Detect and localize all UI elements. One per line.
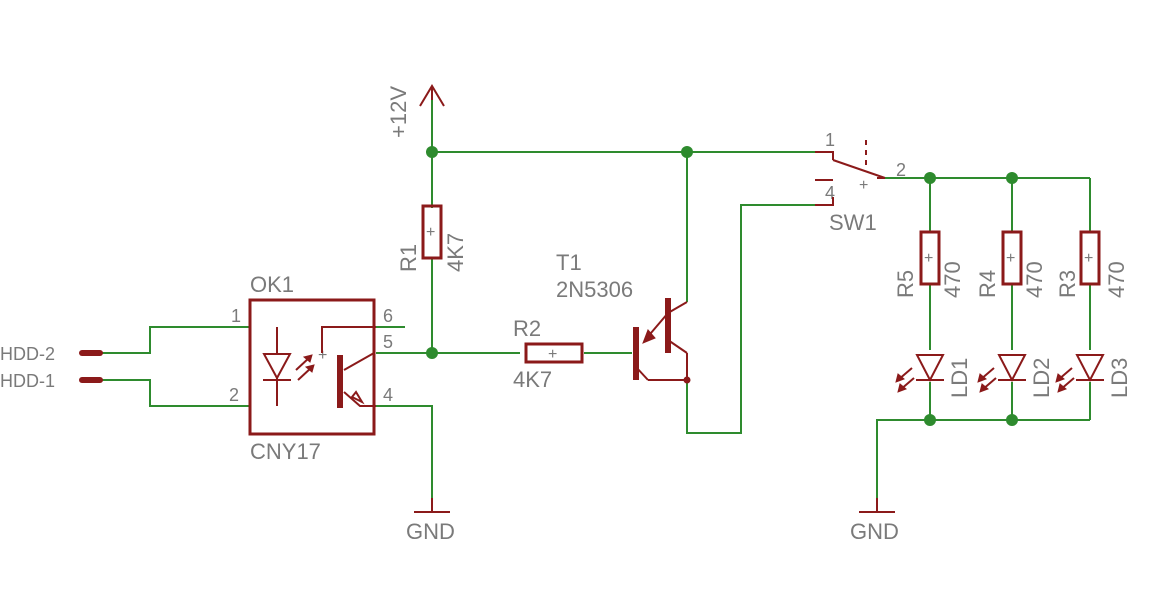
resistor-r3: + R3 470	[1055, 230, 1129, 298]
svg-text:+: +	[924, 250, 933, 267]
svg-text:+: +	[426, 224, 435, 241]
switch-sw1: 1 2 4 + SW1	[815, 130, 906, 235]
wire-bottom-rail	[876, 419, 1090, 510]
t1-ref: T1	[556, 250, 582, 275]
junction-dot	[1006, 414, 1018, 426]
led-ld3: LD3	[1055, 354, 1132, 398]
r2-ref: R2	[513, 316, 541, 341]
r3-value: 470	[1104, 261, 1129, 298]
sw1-pin-label: 1	[825, 130, 835, 150]
optocoupler-body	[248, 298, 376, 436]
junction-dot	[924, 414, 936, 426]
opto-pin-label: 2	[229, 385, 239, 405]
sw1-pin-label: 4	[825, 183, 835, 203]
optocoupler-value: CNY17	[250, 439, 321, 464]
r4-value: 470	[1022, 261, 1047, 298]
opto-pin-label: 4	[383, 385, 393, 405]
sw1-ref: SW1	[829, 210, 877, 235]
optocoupler-ok1: OK1 CNY17 1 2 6 5 4 +	[229, 272, 393, 464]
led-icon	[915, 354, 945, 383]
junction-dot	[426, 347, 438, 359]
wire-hdd2	[100, 326, 250, 354]
r1-value: 4K7	[443, 233, 468, 272]
junctions	[426, 146, 1018, 426]
t1-arrow-icon	[642, 329, 656, 344]
ld2-label: LD2	[1029, 358, 1054, 398]
t1-value: 2N5306	[556, 277, 633, 302]
wire-hdd1	[100, 379, 250, 407]
sw1-lever-icon	[832, 159, 886, 179]
ground-left-label: GND	[406, 519, 455, 544]
r4-ref: R4	[975, 270, 1000, 298]
ground-right: GND	[850, 498, 899, 544]
junction-dot	[924, 172, 936, 184]
svg-text:+: +	[318, 347, 327, 364]
svg-text:+: +	[859, 177, 868, 194]
ground-right-label: GND	[850, 519, 899, 544]
r5-ref: R5	[893, 270, 918, 298]
port-hdd1: HDD-1	[0, 371, 103, 391]
ground-left: GND	[406, 498, 455, 544]
resistor-r4: + R4 470	[975, 230, 1047, 298]
resistor-r1: + R1 4K7	[396, 204, 468, 272]
led-ld2: LD2	[977, 354, 1054, 398]
transistor-t1: T1 2N5306	[556, 250, 691, 384]
r1-ref: R1	[396, 244, 421, 272]
led-icon	[997, 354, 1027, 383]
optocoupler-ref: OK1	[250, 272, 294, 297]
svg-text:+: +	[548, 346, 557, 363]
resistor-r1-body	[421, 204, 443, 260]
supply-12v-symbol: +12V	[386, 84, 445, 138]
r5-value: 470	[940, 261, 965, 298]
resistor-r2: + R2 4K7	[513, 316, 584, 392]
resistor-r4-body	[1001, 230, 1023, 286]
supply-label: +12V	[386, 86, 411, 138]
opto-led-icon	[262, 353, 292, 381]
wire-emitter-sw4	[686, 204, 815, 434]
opto-pin-label: 5	[383, 332, 393, 352]
sw1-pin-label: 2	[896, 160, 906, 180]
led-icon	[1075, 354, 1105, 383]
resistor-r2-body	[524, 342, 584, 364]
junction-dot	[681, 146, 693, 158]
junction-dot	[426, 146, 438, 158]
port-hdd1-label: HDD-1	[0, 371, 55, 391]
opto-pin-label: 6	[383, 306, 393, 326]
port-hdd2: HDD-2	[0, 344, 103, 364]
ld1-label: LD1	[947, 358, 972, 398]
svg-text:+: +	[1084, 250, 1093, 267]
junction-dot	[1006, 172, 1018, 184]
opto-emitter-arrow-icon	[350, 390, 365, 405]
port-hdd2-label: HDD-2	[0, 344, 55, 364]
wire-pin4-gnd	[376, 405, 433, 510]
ld3-label: LD3	[1107, 358, 1132, 398]
r2-value: 4K7	[513, 367, 552, 392]
resistor-r5: + R5 470	[893, 230, 965, 298]
resistor-r3-body	[1079, 230, 1101, 286]
svg-text:+: +	[1006, 250, 1015, 267]
resistor-r5-body	[919, 230, 941, 286]
r3-ref: R3	[1055, 270, 1080, 298]
opto-pin-label: 1	[231, 306, 241, 326]
wires	[100, 100, 1091, 510]
led-ld1: LD1	[895, 354, 972, 398]
